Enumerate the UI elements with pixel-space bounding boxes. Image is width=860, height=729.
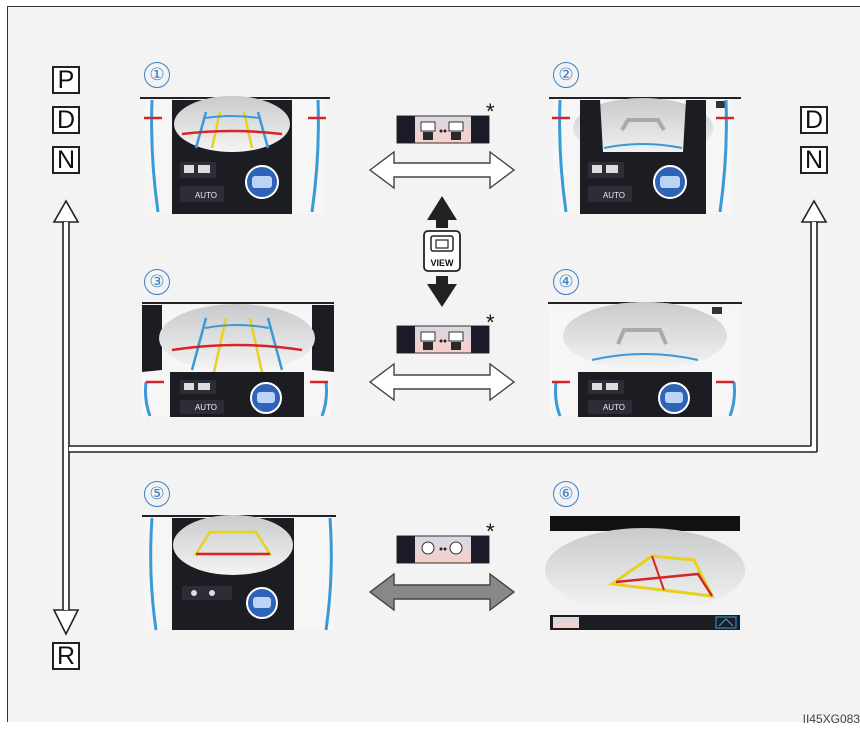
screen-view-6 — [545, 516, 745, 630]
gear-n-right: N — [800, 146, 828, 174]
view-number-4: ④ — [553, 269, 579, 295]
screen-view-3: AUTO — [142, 303, 334, 417]
view-camera-icon: VIEW — [424, 231, 460, 271]
switch-arrow-5-6 — [370, 574, 514, 610]
view-number-1: ① — [144, 62, 170, 88]
view-button-label: VIEW — [430, 258, 454, 268]
switch-arrow-3-4 — [370, 364, 514, 400]
view-number-5: ⑤ — [144, 481, 170, 507]
figure-code: II45XG083 — [803, 712, 860, 726]
gear-d-left: D — [52, 106, 80, 134]
gear-d-right: D — [800, 106, 828, 134]
auto-label: AUTO — [603, 403, 625, 412]
screen-view-5 — [142, 515, 336, 630]
footnote-asterisk: * — [486, 312, 495, 334]
auto-label: AUTO — [195, 191, 217, 200]
screen-view-1: AUTO — [140, 96, 330, 214]
view-number-3: ③ — [144, 269, 170, 295]
auto-label: AUTO — [603, 191, 625, 200]
footnote-asterisk: * — [486, 521, 495, 543]
gear-p-left: P — [52, 66, 80, 94]
switch-arrow-1-2 — [370, 152, 514, 188]
screen-view-2: AUTO — [549, 98, 741, 214]
footnote-asterisk: * — [486, 101, 495, 123]
gear-n-left: N — [52, 146, 80, 174]
switch-button-1-2 — [397, 116, 489, 143]
switch-button-3-4 — [397, 326, 489, 353]
auto-label: AUTO — [195, 403, 217, 412]
screen-view-4: AUTO — [548, 302, 742, 417]
gear-r-left: R — [52, 642, 80, 670]
view-number-2: ② — [553, 62, 579, 88]
view-number-6: ⑥ — [553, 481, 579, 507]
switch-button-5-6 — [397, 536, 489, 563]
